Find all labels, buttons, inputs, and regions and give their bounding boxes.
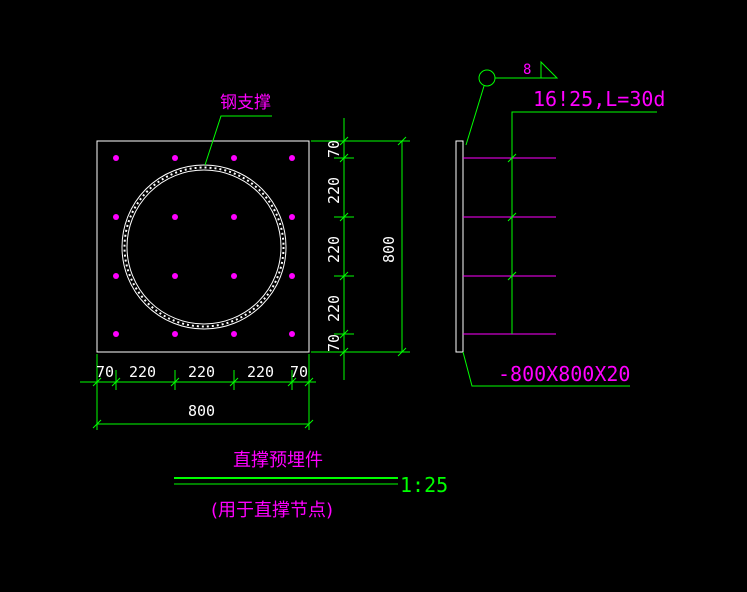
bolt: [113, 331, 119, 337]
dim-h-5: 70: [290, 363, 308, 381]
base-plate-outline: [96, 140, 310, 353]
plan-view: 钢支撑 70 220 220 220 70 800: [80, 93, 410, 430]
bolt: [172, 214, 178, 220]
bolt: [231, 331, 237, 337]
side-plate: [455, 140, 464, 353]
title-block: 直撑预埋件 1:25 (用于直撑节点): [174, 450, 448, 521]
plate-spec: -800X800X20: [498, 362, 630, 386]
anchor-leader-line: [511, 111, 657, 334]
dim-v-1: 70: [325, 140, 343, 158]
bolt: [113, 155, 119, 161]
plate-leader-line: [462, 351, 630, 387]
dim-v-total: 800: [380, 236, 398, 263]
steel-strut-outer-circle: [121, 164, 287, 330]
weld-mark: 8: [523, 62, 531, 78]
dim-v-3: 220: [325, 236, 343, 263]
bolt: [172, 331, 178, 337]
dim-v-5: 70: [325, 334, 343, 352]
anchor-spec: 16!25,L=30d: [533, 87, 665, 111]
dim-v-2: 220: [325, 177, 343, 204]
bolt: [289, 331, 295, 337]
steel-strut-inner-circle: [126, 169, 282, 325]
horizontal-dimension: [80, 354, 316, 430]
dim-h-total: 800: [188, 402, 215, 420]
drawing-subtitle: (用于直撑节点): [211, 500, 333, 521]
weld-symbol-circle: [478, 69, 496, 87]
bolt: [231, 273, 237, 279]
bolt: [113, 273, 119, 279]
bolt: [113, 214, 119, 220]
fillet-weld-icon: [540, 60, 559, 79]
dim-h-3: 220: [188, 363, 215, 381]
anchor-bars: [463, 157, 556, 335]
anchor-leader-ticks: [507, 153, 517, 281]
dim-h-4: 220: [247, 363, 274, 381]
dim-h-2: 220: [129, 363, 156, 381]
bolt: [289, 214, 295, 220]
bolt: [289, 155, 295, 161]
strut-leader-line: [204, 115, 272, 166]
drawing-scale: 1:25: [400, 473, 448, 497]
vertical-dimension: [311, 118, 410, 380]
drawing-title: 直撑预埋件: [233, 450, 323, 471]
bolt: [172, 273, 178, 279]
bolt: [289, 273, 295, 279]
dim-v-4: 220: [325, 295, 343, 322]
dim-h-1: 70: [96, 363, 114, 381]
bolt: [231, 155, 237, 161]
bolt-grid: [113, 155, 295, 337]
bolt: [231, 214, 237, 220]
steel-strut-hatch-circle: [123, 166, 285, 328]
weld-leader-line: [465, 85, 485, 146]
side-view: 16!25,L=30d 8 -800X800X20: [455, 60, 665, 387]
bolt: [172, 155, 178, 161]
strut-label: 钢支撑: [220, 93, 271, 113]
